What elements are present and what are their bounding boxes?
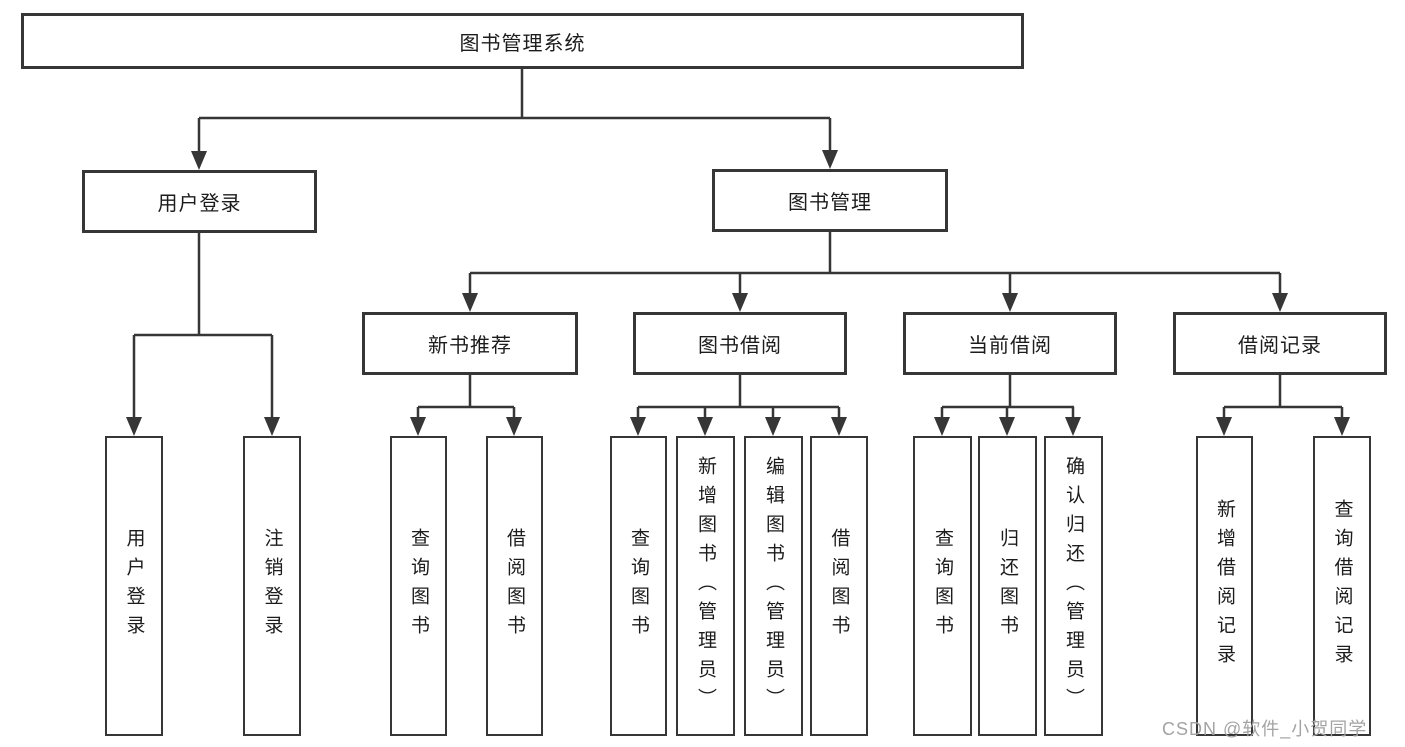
leaf-query-borrow-record: 查询借阅记录 xyxy=(1313,436,1371,736)
leaf-query-books: 查询图书 xyxy=(610,436,667,736)
leaf-edit-books-admin: 编辑图书（管理员） xyxy=(744,436,803,736)
node-label: 查询借阅记录 xyxy=(1331,499,1353,673)
node-label: 借阅图书 xyxy=(828,528,850,644)
csdn-watermark: CSDN @软件_小贺同学 xyxy=(1162,719,1368,739)
leaf-add-borrow-record: 新增借阅记录 xyxy=(1196,436,1253,736)
node-borrow-records: 借阅记录 xyxy=(1173,312,1387,375)
node-book-management: 图书管理 xyxy=(712,169,948,232)
arrowheads xyxy=(126,150,1350,436)
leaf-user-login: 用户登录 xyxy=(105,436,163,736)
node-label: 查询图书 xyxy=(628,528,649,644)
node-label: 借阅记录 xyxy=(1238,335,1322,357)
leaf-logout: 注销登录 xyxy=(243,436,301,736)
leaf-query-books-current: 查询图书 xyxy=(913,436,972,736)
leaf-confirm-return-admin: 确认归还（管理员） xyxy=(1044,436,1103,736)
node-label: 用户登录 xyxy=(157,193,242,215)
connector-book-borrow-branch xyxy=(636,375,841,423)
node-current-borrow: 当前借阅 xyxy=(903,312,1117,375)
node-user-login: 用户登录 xyxy=(82,170,317,233)
node-label: 图书管理 xyxy=(788,192,872,214)
leaf-borrow-books: 借阅图书 xyxy=(810,436,868,736)
connector-new-books-branch xyxy=(416,375,516,423)
node-root-library-system: 图书管理系统 xyxy=(21,13,1024,69)
node-label: 确认归还（管理员） xyxy=(1063,455,1084,717)
leaf-query-books-recommend: 查询图书 xyxy=(390,436,447,736)
connector-borrow-records-branch xyxy=(1222,375,1344,423)
leaf-return-books: 归还图书 xyxy=(978,436,1037,736)
node-label: 当前借阅 xyxy=(968,335,1052,357)
node-label: 图书管理系统 xyxy=(459,32,586,55)
connector-root-to-level2 xyxy=(197,69,832,156)
node-label: 编辑图书（管理员） xyxy=(763,455,784,717)
node-book-borrow: 图书借阅 xyxy=(633,312,847,375)
connector-book-management-to-level3 xyxy=(468,232,1282,299)
node-label: 新增借阅记录 xyxy=(1214,499,1235,673)
connector-user-login-branch xyxy=(132,233,274,423)
node-label: 查询图书 xyxy=(932,528,953,644)
node-new-book-recommend: 新书推荐 xyxy=(362,312,578,375)
node-label: 归还图书 xyxy=(997,528,1018,644)
node-label: 查询图书 xyxy=(408,528,429,644)
node-label: 新书推荐 xyxy=(428,335,512,357)
node-label: 用户登录 xyxy=(123,528,145,644)
leaf-add-books-admin: 新增图书（管理员） xyxy=(676,436,735,736)
node-label: 注销登录 xyxy=(261,528,283,644)
node-label: 借阅图书 xyxy=(504,528,525,644)
connector-current-borrow-branch xyxy=(940,375,1075,423)
leaf-borrow-books-recommend: 借阅图书 xyxy=(486,436,543,736)
node-label: 图书借阅 xyxy=(698,335,782,357)
node-label: 新增图书（管理员） xyxy=(695,455,716,717)
